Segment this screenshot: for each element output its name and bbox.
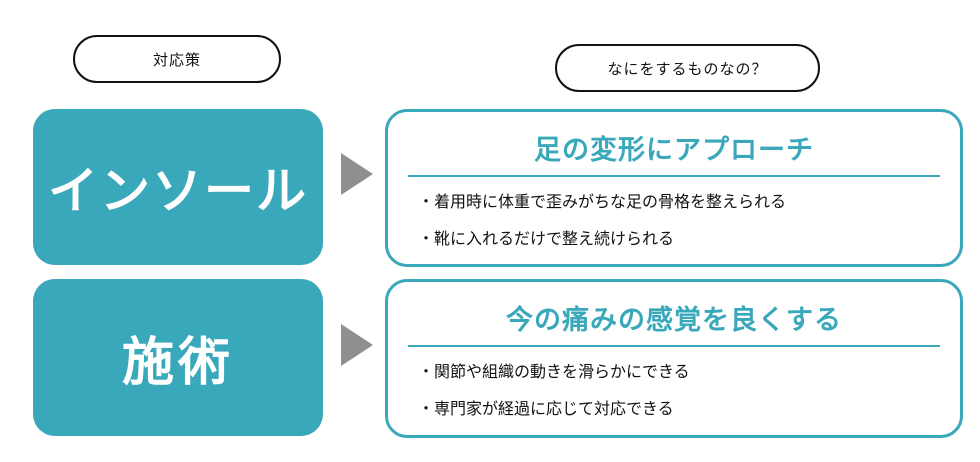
header-label-what-is-it-text: なにをするものなの？ — [607, 59, 768, 78]
countermeasure-box-treatment: 施術 — [33, 279, 323, 436]
description-title: 今の痛みの感覚を良くする — [506, 305, 842, 336]
header-label-countermeasure-text: 対応策 — [152, 50, 201, 69]
countermeasure-label-treatment: 施術 — [121, 333, 234, 393]
title-divider — [408, 345, 940, 347]
description-bullet-list: ・着用時に体重で歪みがちな足の骨格を整えられる ・靴に入れるだけで整え続けられる — [418, 192, 786, 249]
description-card-treatment: 今の痛みの感覚を良くする ・関節や組織の動きを滑らかにできる ・専門家が経過に応… — [385, 279, 963, 438]
description-bullet: ・着用時に体重で歪みがちな足の骨格を整えられる — [418, 192, 787, 211]
countermeasure-label-insole: インソール — [48, 162, 308, 220]
arrow-right-icon — [341, 324, 373, 366]
header-label-what-is-it: なにをするものなの？ — [555, 44, 820, 92]
description-bullet-list: ・関節や組織の動きを滑らかにできる ・専門家が経過に応じて対応できる — [418, 362, 690, 419]
arrow-right-icon — [341, 153, 373, 195]
description-card-insole: 足の変形にアプローチ ・着用時に体重で歪みがちな足の骨格を整えられる ・靴に入れ… — [385, 109, 963, 267]
description-bullet: ・専門家が経過に応じて対応できる — [418, 399, 674, 418]
title-divider — [408, 175, 940, 177]
header-label-countermeasure: 対応策 — [73, 35, 281, 83]
description-bullet: ・靴に入れるだけで整え続けられる — [418, 229, 675, 248]
description-bullet: ・関節や組織の動きを滑らかにできる — [418, 362, 690, 381]
description-title: 足の変形にアプローチ — [534, 135, 814, 166]
countermeasure-box-insole: インソール — [33, 109, 323, 265]
